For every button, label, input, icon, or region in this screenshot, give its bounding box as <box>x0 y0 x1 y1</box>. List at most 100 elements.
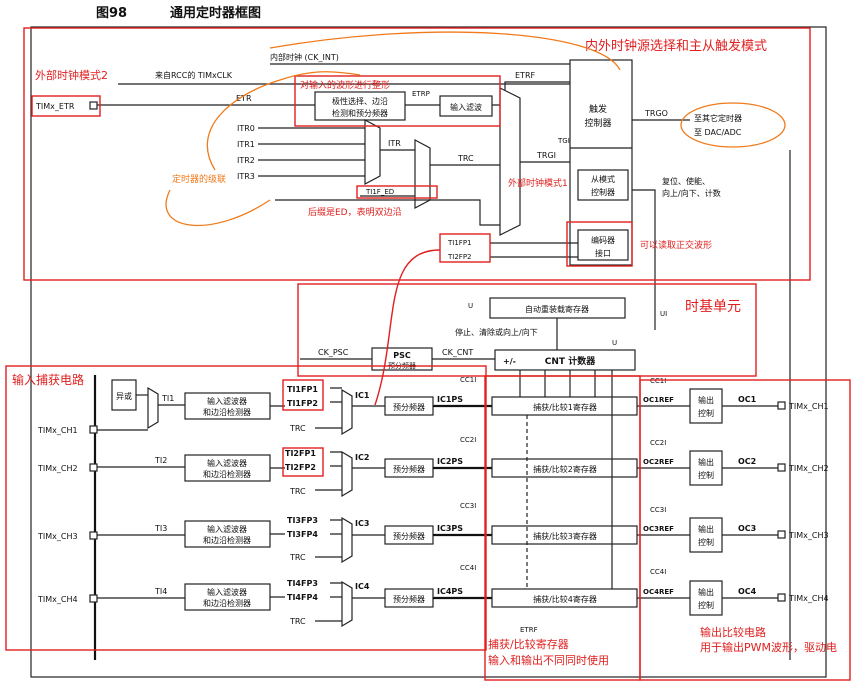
ch4-out-pin[interactable] <box>777 593 786 602</box>
trgo-label: TRGO <box>644 109 668 118</box>
ch2-pin[interactable] <box>89 463 98 472</box>
ccr4-text: 捕获/比较4寄存器 <box>533 594 597 604</box>
itr-mux <box>364 119 381 185</box>
ch3-pin[interactable] <box>89 531 98 540</box>
oc4ref-label: OC4REF <box>643 588 674 596</box>
cc2i-left: CC2I <box>460 436 476 444</box>
cc4i-right: CC4I <box>650 568 666 576</box>
output-compare-note: 输出比较电路 <box>700 625 766 639</box>
input-capture-region <box>5 365 487 651</box>
to-dac-adc: 至 DAC/ADC <box>694 128 742 137</box>
oc3ref-label: OC3REF <box>643 525 674 533</box>
input-filter-block <box>439 95 493 117</box>
etr-highlight <box>31 95 101 117</box>
ck-psc-label: CK_PSC <box>318 348 349 357</box>
ch4-pin[interactable] <box>89 594 98 603</box>
ccr-note: 捕获/比较寄存器 <box>488 637 569 651</box>
ti1f-ed-label: TI1F_ED <box>365 188 394 196</box>
ti1-label: TI1 <box>161 394 174 403</box>
ch3-out-label: TIMx_CH3 <box>788 531 829 540</box>
ch1-pin[interactable] <box>89 425 98 434</box>
trc-ch3: TRC <box>289 553 306 562</box>
trc-ch4: TRC <box>289 617 306 626</box>
trgi-mux <box>499 87 521 236</box>
polarity-line2: 检测和预分频器 <box>332 108 388 118</box>
out3-l2: 控制 <box>698 537 714 547</box>
ti1f-ed-highlight <box>356 185 438 199</box>
prescaler1-text: 预分频器 <box>393 402 425 412</box>
filter2-l1: 输入滤波器 <box>207 458 247 468</box>
plus-minus: +/- <box>503 357 516 366</box>
itr0-label: ITR0 <box>237 124 255 133</box>
ch1-out-label: TIMx_CH1 <box>788 402 829 411</box>
figure-number: 图98 <box>96 6 127 21</box>
clock-source-region <box>23 27 811 281</box>
out4-l1: 输出 <box>698 587 714 597</box>
ti1fp1-top: TI1FP1 <box>447 239 472 247</box>
ti3fp4-label: TI3FP4 <box>287 530 318 539</box>
etr-label: ETR <box>236 94 252 103</box>
stop-clear-text: 停止、清除或向上/向下 <box>455 327 538 337</box>
xor-label: 异或 <box>116 391 132 401</box>
out1-l2: 控制 <box>698 408 714 418</box>
ti4-label: TI4 <box>154 587 167 596</box>
etr-pin[interactable] <box>89 101 98 110</box>
polarity-line1: 极性选择、边沿 <box>332 96 388 106</box>
cascade-curve <box>206 71 361 171</box>
ccr3-text: 捕获/比较3寄存器 <box>533 531 597 541</box>
tgi-label: TGI <box>557 137 570 145</box>
ccr-registers <box>491 396 638 608</box>
oc2-label: OC2 <box>738 457 756 466</box>
up-down-count-text: 向上/向下、计数 <box>662 188 721 198</box>
ti3-label: TI3 <box>154 524 167 533</box>
etr-pin-label: TIMx_ETR <box>35 102 75 111</box>
ch4-in-label: TIMx_CH4 <box>37 595 78 604</box>
trigger-line1: 触发 <box>589 103 607 115</box>
shaping-region <box>294 75 501 127</box>
encoder-line1: 编码器 <box>591 235 615 245</box>
ch2-out-pin[interactable] <box>777 463 786 472</box>
ccr2-text: 捕获/比较2寄存器 <box>533 464 597 474</box>
ti2fp1-label: TI2FP1 <box>285 449 316 458</box>
input-filters <box>184 392 271 611</box>
ext-mode2-note: 外部时钟模式2 <box>35 68 108 82</box>
u-label-1: U <box>468 302 473 310</box>
etrf-label: ETRF <box>515 71 536 80</box>
input-capture-note: 输入捕获电路 <box>12 372 84 387</box>
psc-line1: PSC <box>393 351 411 360</box>
ic1ps-label: IC1PS <box>437 395 463 404</box>
ic-muxes <box>341 388 353 628</box>
output-compare-region <box>639 379 851 681</box>
ti4fp4-label: TI4FP4 <box>287 593 318 602</box>
encoder-line2: 接口 <box>595 248 611 258</box>
from-rcc-label: 来自RCC的 TIMxCLK <box>155 70 233 80</box>
cc1i-left: CC1I <box>460 376 476 384</box>
ck-int-label: 内部时钟 (CK_INT) <box>270 52 339 62</box>
itr1-label: ITR1 <box>237 140 255 149</box>
etrp-label: ETRP <box>412 90 430 98</box>
oc4-label: OC4 <box>738 587 757 596</box>
out2-l1: 输出 <box>698 457 714 467</box>
oc3-label: OC3 <box>738 524 756 533</box>
cc1i-right: CC1I <box>650 377 666 385</box>
trgi-label: TRGI <box>536 151 556 160</box>
out2-l2: 控制 <box>698 470 714 480</box>
ti-fp-top-highlight <box>439 233 491 263</box>
trgo-ellipse <box>680 102 786 148</box>
reset-enable-text: 复位、使能、 <box>662 176 710 186</box>
filter1-l1: 输入滤波器 <box>207 396 247 406</box>
ch1-out-pin[interactable] <box>777 401 786 410</box>
ic3ps-label: IC3PS <box>437 524 463 533</box>
itr2-label: ITR2 <box>237 156 255 165</box>
cnt-counter <box>494 349 636 371</box>
filter4-l1: 输入滤波器 <box>207 587 247 597</box>
polarity-block <box>314 91 406 121</box>
cc4i-left: CC4I <box>460 564 476 572</box>
shaping-note: 对输入的波形进行整形 <box>300 79 390 91</box>
ch3-out-pin[interactable] <box>777 530 786 539</box>
itr-label: ITR <box>388 139 401 148</box>
figure-title: 通用定时器框图 <box>170 5 261 21</box>
trc-ch2: TRC <box>289 487 306 496</box>
itr3-label: ITR3 <box>237 172 255 181</box>
ti4fp3-label: TI4FP3 <box>287 579 318 588</box>
